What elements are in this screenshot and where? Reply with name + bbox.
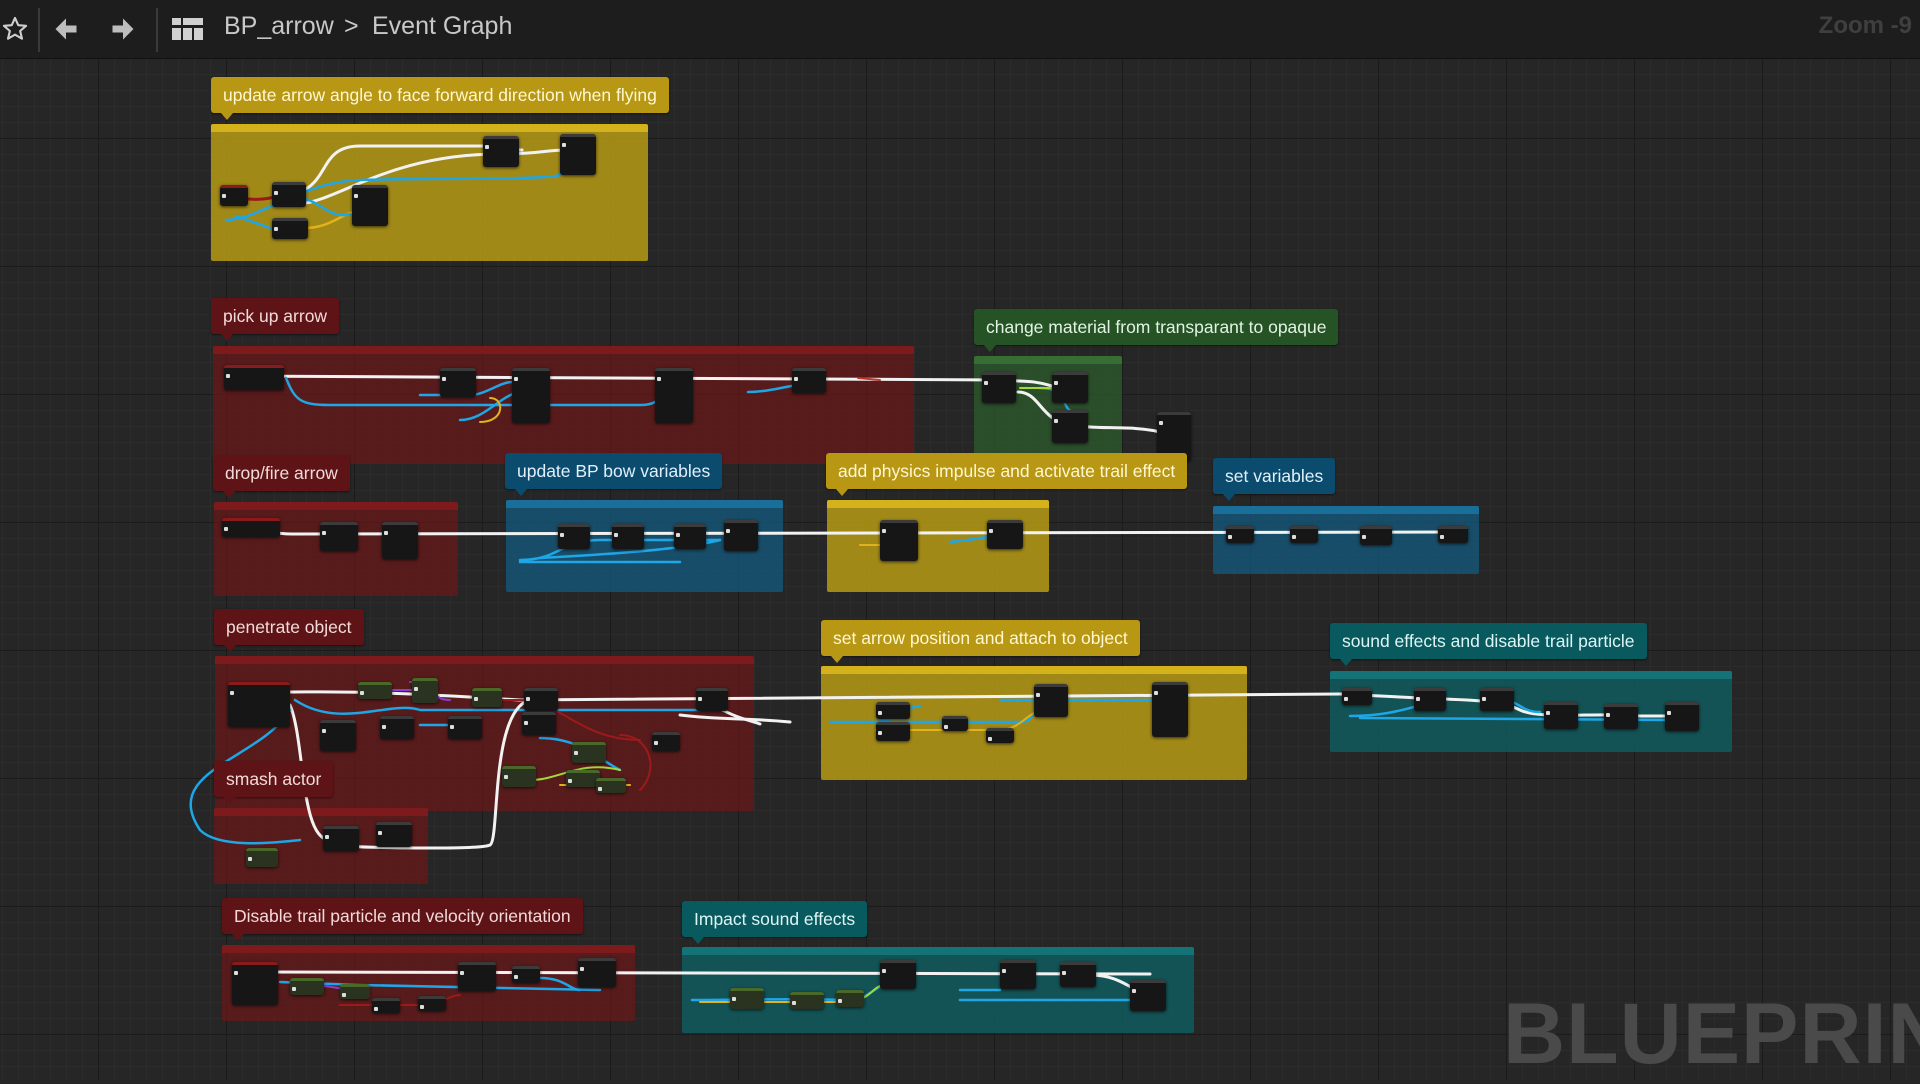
- graph-node[interactable]: [724, 520, 758, 551]
- graph-node[interactable]: [1360, 526, 1392, 545]
- graph-node[interactable]: [566, 770, 600, 787]
- graph-node[interactable]: [790, 992, 824, 1009]
- comment-title-set-variables[interactable]: set variables: [1213, 458, 1335, 494]
- graph-grid-icon[interactable]: [169, 10, 207, 48]
- graph-node[interactable]: [674, 524, 706, 549]
- breadcrumb-separator: >: [344, 12, 359, 41]
- graph-node[interactable]: [612, 524, 644, 549]
- event-node[interactable]: [224, 365, 284, 390]
- graph-node[interactable]: [1034, 684, 1068, 717]
- graph-node[interactable]: [502, 766, 536, 787]
- graph-node[interactable]: [522, 712, 556, 735]
- graph-node[interactable]: [458, 962, 496, 991]
- graph-node[interactable]: [987, 520, 1023, 549]
- back-arrow-icon[interactable]: [47, 10, 85, 48]
- graph-node[interactable]: [472, 688, 502, 707]
- graph-node[interactable]: [560, 134, 596, 175]
- comment-title-change-material[interactable]: change material from transparant to opaq…: [974, 309, 1338, 345]
- graph-node[interactable]: [246, 848, 278, 867]
- graph-node[interactable]: [483, 136, 519, 167]
- graph-node[interactable]: [880, 960, 916, 989]
- graph-node[interactable]: [412, 678, 438, 703]
- graph-node[interactable]: [320, 522, 358, 551]
- graph-node[interactable]: [876, 722, 910, 741]
- comment-title-disable-trail[interactable]: Disable trail particle and velocity orie…: [222, 898, 583, 934]
- graph-node[interactable]: [358, 682, 392, 699]
- graph-node[interactable]: [512, 368, 550, 423]
- graph-node[interactable]: [596, 778, 626, 793]
- graph-node[interactable]: [1052, 372, 1088, 403]
- comment-title-update-arrow-angle[interactable]: update arrow angle to face forward direc…: [211, 77, 669, 113]
- graph-node[interactable]: [352, 185, 388, 226]
- comment-title-smash-actor[interactable]: smash actor: [214, 761, 333, 797]
- graph-node[interactable]: [1060, 962, 1096, 987]
- graph-node[interactable]: [418, 996, 446, 1011]
- graph-node[interactable]: [792, 368, 826, 393]
- graph-node[interactable]: [272, 218, 308, 239]
- graph-node[interactable]: [876, 702, 910, 719]
- comment-title-penetrate-object[interactable]: penetrate object: [214, 609, 364, 645]
- graph-node[interactable]: [1665, 702, 1699, 731]
- graph-node[interactable]: [320, 720, 356, 751]
- graph-node[interactable]: [290, 978, 324, 995]
- graph-toolbar: BP_arrow > Event Graph Zoom -9: [0, 0, 1920, 59]
- comment-title-impact-sound[interactable]: Impact sound effects: [682, 901, 867, 937]
- graph-node[interactable]: [448, 716, 482, 739]
- graph-node[interactable]: [836, 990, 864, 1007]
- graph-node[interactable]: [272, 182, 306, 207]
- graph-node[interactable]: [1342, 688, 1372, 705]
- graph-node[interactable]: [986, 728, 1014, 743]
- blueprint-watermark: BLUEPRINT: [1503, 985, 1920, 1084]
- comment-title-physics-impulse[interactable]: add physics impulse and activate trail e…: [826, 453, 1187, 489]
- graph-node[interactable]: [1414, 688, 1446, 711]
- toolbar-separator: [156, 8, 158, 52]
- graph-node[interactable]: [655, 368, 693, 423]
- graph-node[interactable]: [578, 958, 616, 987]
- graph-node[interactable]: [572, 742, 606, 763]
- graph-node[interactable]: [1290, 526, 1318, 543]
- graph-node[interactable]: [380, 716, 414, 739]
- graph-node[interactable]: [1130, 980, 1166, 1011]
- graph-node[interactable]: [982, 372, 1016, 403]
- graph-node[interactable]: [1544, 702, 1578, 729]
- graph-node[interactable]: [376, 822, 412, 847]
- graph-node[interactable]: [730, 988, 764, 1009]
- graph-node[interactable]: [652, 732, 680, 751]
- breadcrumb-graph[interactable]: Event Graph: [372, 12, 512, 41]
- comment-title-pick-up-arrow[interactable]: pick up arrow: [211, 298, 339, 334]
- graph-node[interactable]: [440, 368, 476, 397]
- graph-node[interactable]: [1226, 526, 1254, 543]
- event-node[interactable]: [228, 682, 290, 727]
- comment-title-drop-fire-arrow[interactable]: drop/fire arrow: [213, 455, 350, 491]
- breadcrumb-blueprint[interactable]: BP_arrow: [224, 12, 334, 41]
- graph-node[interactable]: [382, 522, 418, 559]
- star-icon[interactable]: [0, 10, 34, 48]
- event-node[interactable]: [232, 962, 278, 1005]
- zoom-level: Zoom -9: [1819, 12, 1912, 40]
- event-node[interactable]: [222, 518, 280, 537]
- graph-node[interactable]: [1604, 704, 1638, 729]
- graph-node[interactable]: [1480, 688, 1514, 711]
- graph-node[interactable]: [1152, 682, 1188, 737]
- graph-node[interactable]: [524, 688, 558, 711]
- toolbar-separator: [38, 8, 40, 52]
- graph-node[interactable]: [880, 520, 918, 561]
- graph-node[interactable]: [340, 984, 370, 999]
- event-node[interactable]: [220, 185, 248, 206]
- graph-node[interactable]: [1052, 410, 1088, 443]
- graph-node[interactable]: [372, 998, 400, 1013]
- comment-title-sound-effects[interactable]: sound effects and disable trail particle: [1330, 623, 1647, 659]
- graph-node[interactable]: [558, 524, 590, 549]
- forward-arrow-icon[interactable]: [104, 10, 142, 48]
- graph-node[interactable]: [323, 826, 359, 851]
- graph-node[interactable]: [696, 688, 728, 711]
- comment-title-set-arrow-position[interactable]: set arrow position and attach to object: [821, 620, 1140, 656]
- graph-node[interactable]: [1000, 960, 1036, 989]
- graph-node[interactable]: [1438, 526, 1468, 543]
- comment-title-update-bow-variables[interactable]: update BP bow variables: [505, 453, 722, 489]
- graph-node[interactable]: [942, 716, 968, 731]
- graph-node[interactable]: [512, 966, 540, 983]
